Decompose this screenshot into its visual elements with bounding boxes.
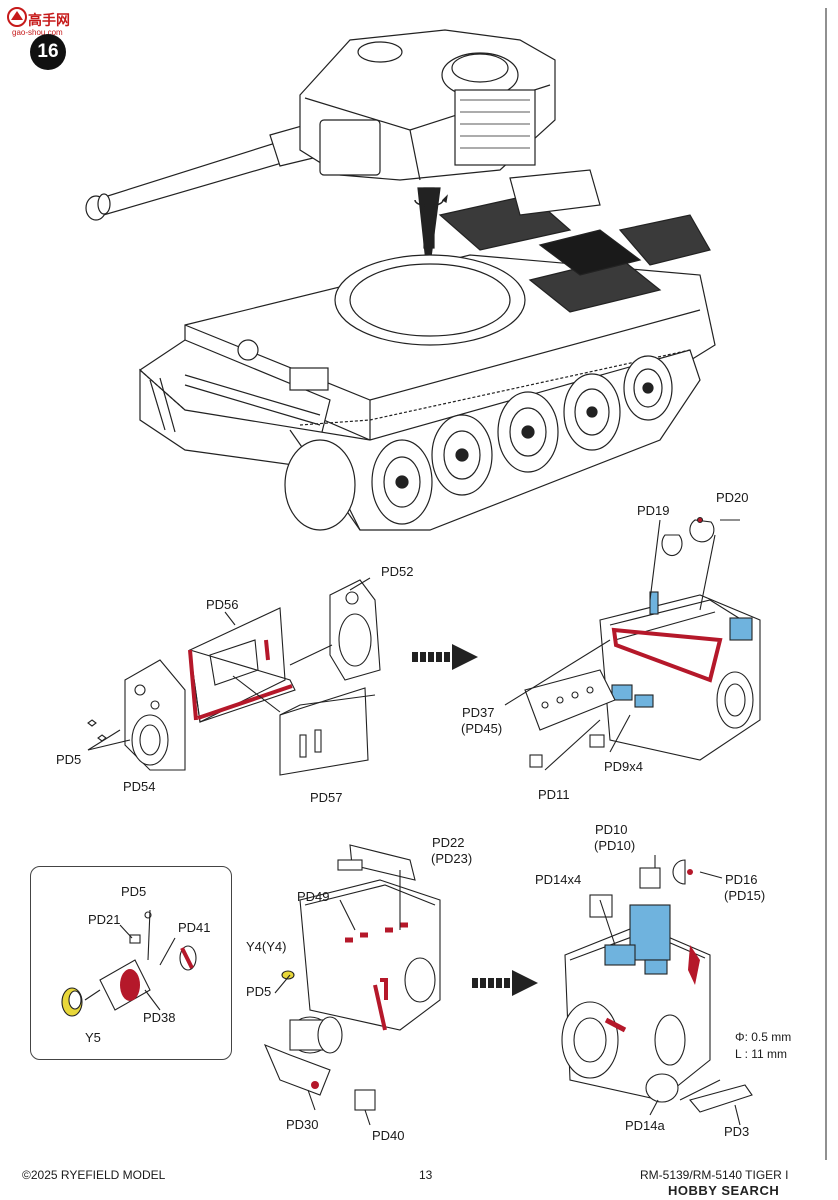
turret [299, 29, 556, 181]
sequence-arrow-1 [412, 644, 478, 670]
wire-diameter-spec: Φ: 0.5 mm [735, 1030, 792, 1044]
callout-pd20: PD20 [716, 490, 749, 505]
callout-pd57: PD57 [310, 790, 343, 805]
callout-pd10: PD10 [595, 822, 628, 837]
inset-callout-pd21: PD21 [88, 912, 121, 927]
hobby-search-watermark: HOBBY SEARCH [668, 1183, 780, 1198]
inset-callout-pd38: PD38 [143, 1010, 176, 1025]
engine-assembly-lower-right [561, 855, 753, 1126]
callout-pd9x4: PD9x4 [604, 759, 644, 774]
running-gear [139, 349, 701, 531]
callout-pd5: PD5 [56, 752, 82, 767]
callout-pd22: PD22 [432, 835, 465, 850]
site-logo-icon [7, 7, 27, 27]
detail-inset-frame [30, 866, 232, 1060]
callout-pd40: PD40 [372, 1128, 405, 1143]
footer-product-code: RM-5139/RM-5140 TIGER I [640, 1168, 789, 1182]
inset-callout-pd5: PD5 [121, 884, 147, 899]
callout-pd3: PD3 [724, 1124, 750, 1139]
tank-illustration [85, 29, 716, 531]
callout-pd56: PD56 [206, 597, 239, 612]
step-number-badge: 16 [30, 34, 66, 70]
callout-pd30: PD30 [286, 1117, 319, 1132]
callout-pd10-alt: (PD10) [594, 838, 636, 853]
inset-callout-pd41: PD41 [178, 920, 211, 935]
engine-assembly-mid [504, 516, 761, 771]
gearbox-exploded-view [87, 577, 381, 776]
inset-callout-y5: Y5 [85, 1030, 101, 1045]
callout-pd14x4: PD14x4 [535, 872, 582, 887]
footer-page-number: 13 [419, 1168, 433, 1182]
callout-pd52: PD52 [381, 564, 414, 579]
callout-pd16: PD16 [725, 872, 758, 887]
callout-pd11: PD11 [538, 787, 570, 802]
callout-pd49: PD49 [297, 889, 330, 904]
watermark-logo: 高手网 gao-shou.com [6, 6, 70, 37]
callout-pd19: PD19 [637, 503, 670, 518]
watermark-site-name: 高手网 [28, 12, 70, 28]
turret-drop-arrow [414, 187, 448, 281]
callout-pd14a: PD14a [625, 1118, 665, 1133]
callout-y4: Y4(Y4) [246, 939, 287, 954]
sequence-arrow-2 [472, 970, 538, 996]
callout-pd45: (PD45) [461, 721, 503, 736]
watermark-site-url: gao-shou.com [12, 28, 63, 37]
callout-pd37: PD37 [462, 705, 495, 720]
footer-copyright: ©2025 RYEFIELD MODEL [22, 1168, 166, 1182]
hull [139, 169, 716, 441]
callout-pd54: PD54 [123, 779, 156, 794]
wire-length-spec: L : 11 mm [735, 1047, 788, 1061]
callout-pd15: (PD15) [724, 888, 766, 903]
inset-illustration [61, 909, 197, 1017]
engine-assembly-lower-left [263, 844, 441, 1126]
callout-pd23: (PD23) [431, 851, 473, 866]
callout-pd5-lower: PD5 [246, 984, 272, 999]
